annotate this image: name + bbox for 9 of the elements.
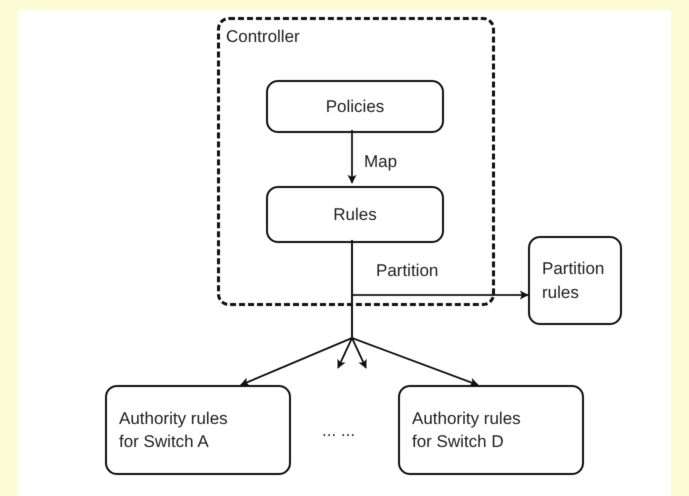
box-label: Policies xyxy=(326,96,384,118)
box-label: Authority rules for Switch D xyxy=(412,408,522,453)
group-title: Controller xyxy=(226,26,300,48)
controller-group xyxy=(217,17,495,306)
box-label: Partition rules xyxy=(542,258,606,304)
box-label: Rules xyxy=(333,204,377,226)
arrow xyxy=(348,130,356,184)
ellipsis-label: ... ... xyxy=(322,420,356,442)
box-label: Authority rules for Switch A xyxy=(119,408,229,453)
